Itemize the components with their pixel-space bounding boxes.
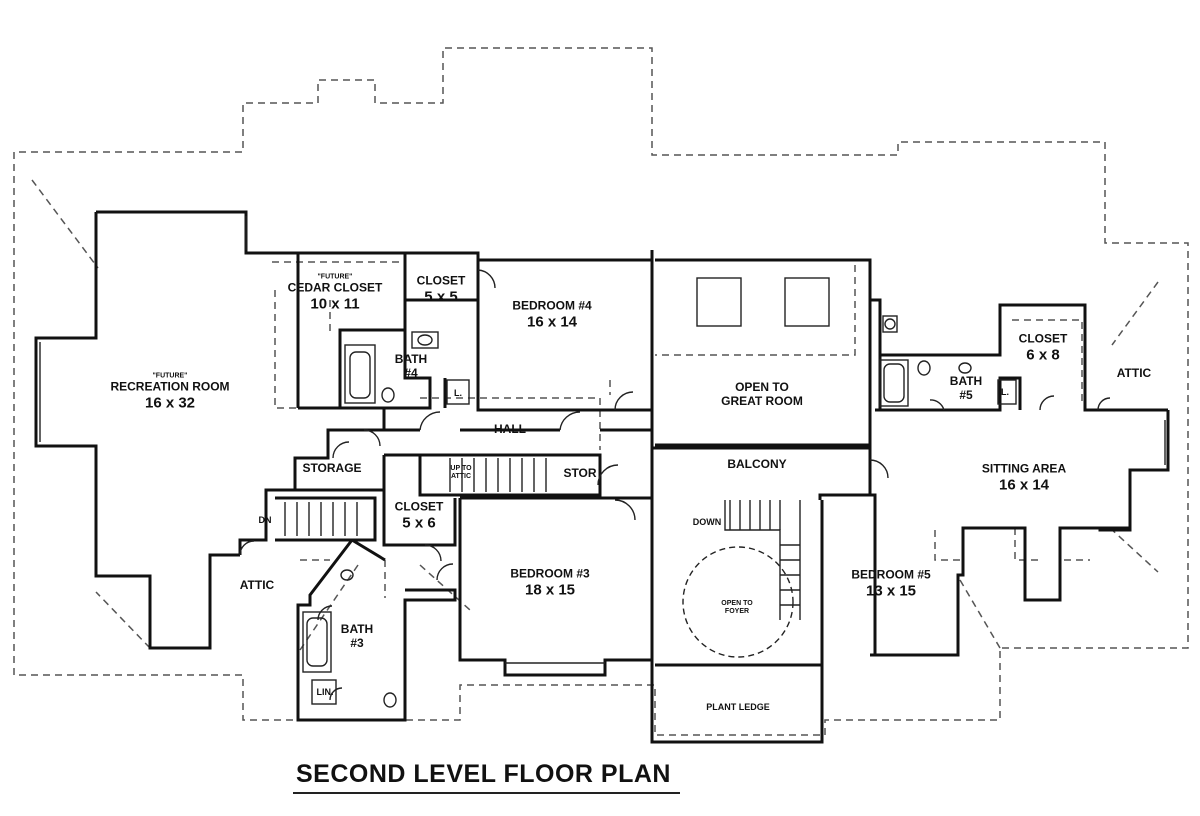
open-great-room-line1: OPEN TO [735, 380, 789, 395]
bedroom-5-size: 13 x 15 [865, 582, 917, 600]
title-underline [293, 792, 680, 794]
up-to-attic-line2: ATTIC [450, 473, 472, 480]
hall-label: HALL [494, 422, 526, 437]
bedroom-3-size: 18 x 15 [524, 581, 576, 599]
plan-title: SECOND LEVEL FLOOR PLAN [296, 760, 671, 788]
linen-4-label: L. [454, 387, 462, 398]
recreation-room-size: 16 x 32 [144, 394, 196, 412]
cedar-closet-size: 10 x 11 [310, 295, 360, 313]
sitting-area-size: 16 x 14 [998, 476, 1050, 494]
recreation-room-label: "FUTURE" RECREATION ROOM 16 x 32 [110, 372, 229, 411]
sitting-area-name: SITTING AREA [981, 461, 1067, 476]
closet-5x5-name: CLOSET [416, 273, 466, 288]
down-label-center: DOWN [692, 516, 722, 527]
storage-label: STORAGE [302, 461, 362, 476]
cedar-closet-tag: "FUTURE" [317, 273, 353, 281]
sitting-area-label: SITTING AREA 16 x 14 [981, 461, 1067, 494]
bath-3-label: BATH #3 [340, 622, 374, 651]
plant-ledge-label: PLANT LEDGE [706, 701, 770, 712]
stor-label: STOR [563, 466, 597, 481]
open-great-room-label: OPEN TO GREAT ROOM [721, 380, 803, 409]
bath-5-label: BATH #5 [949, 374, 983, 403]
bedroom-4-size: 16 x 14 [526, 313, 578, 331]
recreation-room-tag: "FUTURE" [152, 372, 188, 380]
closet-6x8-name: CLOSET [1018, 331, 1068, 346]
bath-5-name: BATH [949, 374, 983, 389]
bath-4-name: BATH [394, 352, 428, 367]
open-to-foyer-line2: FOYER [724, 608, 750, 615]
attic-right-label: ATTIC [1116, 366, 1152, 381]
down-label-left: DN [258, 514, 272, 525]
closet-5x6-name: CLOSET [394, 499, 444, 514]
closet-5x5-label: CLOSET 5 x 5 [416, 273, 466, 306]
bedroom-4-name: BEDROOM #4 [512, 298, 592, 313]
bath-4-num: #4 [404, 366, 418, 380]
balcony-label: BALCONY [727, 457, 787, 472]
closet-5x6-size: 5 x 6 [402, 514, 436, 532]
linen-5-label: L. [1001, 386, 1009, 397]
open-to-foyer-label: OPEN TO FOYER [721, 600, 752, 616]
open-great-room-line2: GREAT ROOM [721, 394, 803, 408]
bedroom-3-name: BEDROOM #3 [510, 566, 590, 581]
bedroom-5-name: BEDROOM #5 [851, 567, 931, 582]
cedar-closet-name: CEDAR CLOSET [287, 280, 383, 295]
attic-left-label: ATTIC [239, 578, 275, 593]
closet-5x5-size: 5 x 5 [424, 288, 458, 306]
walls [34, 210, 1170, 744]
cedar-closet-label: "FUTURE" CEDAR CLOSET 10 x 11 [288, 273, 383, 312]
linen-3-label: LIN. [316, 686, 334, 697]
bedroom-5-label: BEDROOM #5 13 x 15 [851, 567, 931, 600]
recreation-room-name: RECREATION ROOM [110, 379, 230, 394]
roof-outline [13, 47, 1189, 736]
bath-4-label: BATH #4 [394, 352, 428, 381]
bath-3-num: #3 [350, 636, 364, 650]
bath-5-num: #5 [959, 388, 973, 402]
closet-6x8-size: 6 x 8 [1026, 346, 1060, 364]
bedroom-4-label: BEDROOM #4 16 x 14 [512, 298, 592, 331]
up-to-attic-line1: UP TO [450, 464, 472, 472]
closet-6x8-label: CLOSET 6 x 8 [1018, 331, 1068, 364]
fixtures [39, 216, 1166, 708]
open-to-foyer-line1: OPEN TO [721, 599, 753, 607]
bedroom-3-label: BEDROOM #3 18 x 15 [510, 566, 590, 599]
closet-5x6-label: CLOSET 5 x 6 [394, 499, 444, 532]
bath-3-name: BATH [340, 622, 374, 637]
up-to-attic-label: UP TO ATTIC [450, 465, 471, 481]
